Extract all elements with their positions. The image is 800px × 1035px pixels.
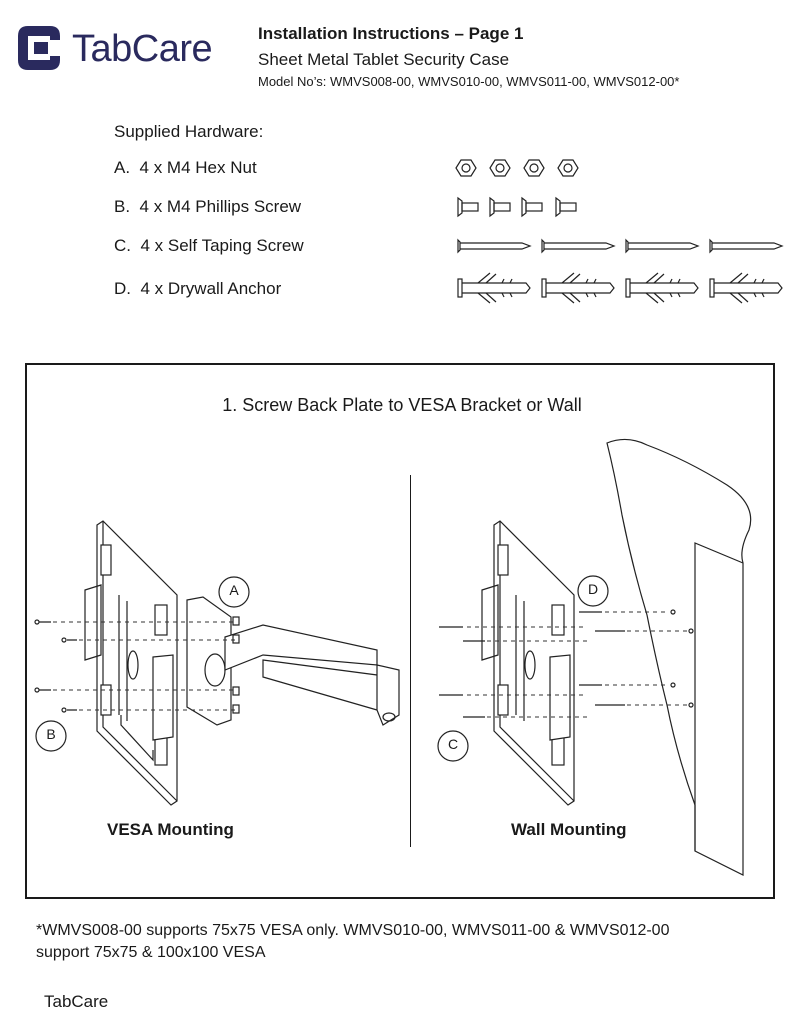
- hardware-letter: D.: [114, 279, 131, 298]
- wall-back-plate-icon: [481, 520, 575, 806]
- hardware-item-d: D. 4 x Drywall Anchor: [114, 272, 783, 304]
- drywall-anchor-icon: [457, 272, 783, 304]
- wall-icon: [606, 438, 752, 876]
- tabcare-logo: TabCare: [14, 22, 244, 78]
- callout-a: A: [229, 582, 239, 598]
- mounting-illustration: [34, 438, 752, 876]
- logo-mark-icon: [18, 26, 60, 70]
- page-subtitle: Sheet Metal Tablet Security Case: [258, 50, 510, 69]
- hardware-text: 4 x M4 Hex Nut: [139, 158, 257, 177]
- self-tapping-screw-icon: [457, 238, 784, 254]
- footnote: *WMVS008-00 supports 75x75 VESA only. WM…: [36, 920, 776, 964]
- vesa-mounting-label: VESA Mounting: [107, 820, 234, 839]
- hardware-heading: Supplied Hardware:: [114, 122, 264, 141]
- page-title: Installation Instructions – Page 1: [258, 24, 524, 43]
- hardware-item-a: A. 4 x M4 Hex Nut: [114, 158, 754, 178]
- hardware-letter: B.: [114, 197, 131, 216]
- wall-mounting-label: Wall Mounting: [511, 820, 627, 839]
- logo-text: TabCare: [72, 28, 213, 70]
- hardware-text: 4 x M4 Phillips Screw: [139, 197, 302, 216]
- callout-d: D: [587, 581, 599, 597]
- hex-nut-icon: [455, 159, 579, 177]
- panel-divider: [410, 475, 411, 847]
- vesa-back-plate-icon: [84, 520, 178, 806]
- step-title: 1. Screw Back Plate to VESA Bracket or W…: [222, 395, 582, 415]
- callout-c: C: [447, 736, 459, 752]
- footnote-line-1: *WMVS008-00 supports 75x75 VESA only. WM…: [36, 922, 670, 939]
- hardware-item-c: C. 4 x Self Taping Screw: [114, 236, 784, 256]
- vesa-bracket-icon: [186, 596, 400, 726]
- footnote-line-2: support 75x75 & 100x100 VESA: [36, 944, 266, 961]
- callout-b: B: [46, 726, 56, 742]
- hardware-letter: C.: [114, 236, 131, 255]
- mounting-diagram: 1. Screw Back Plate to VESA Bracket or W…: [25, 363, 775, 899]
- model-numbers: Model No’s: WMVS008-00, WMVS010-00, WMVS…: [258, 74, 680, 89]
- hardware-letter: A.: [114, 158, 131, 177]
- phillips-screw-icon: [457, 196, 577, 218]
- hardware-item-b: B. 4 x M4 Phillips Screw: [114, 196, 754, 218]
- hardware-text: 4 x Drywall Anchor: [140, 279, 282, 298]
- hardware-text: 4 x Self Taping Screw: [140, 236, 304, 255]
- footer-brand: TabCare: [44, 992, 109, 1011]
